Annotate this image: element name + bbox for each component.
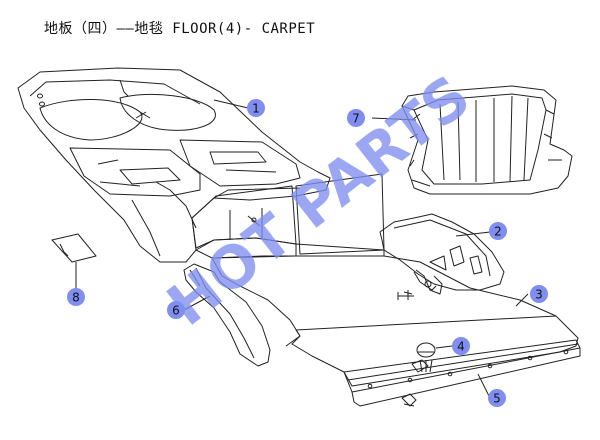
callout-number: 6 xyxy=(172,304,180,318)
callout-8: 8 xyxy=(67,288,85,306)
callout-number: 2 xyxy=(494,225,502,239)
callout-number: 1 xyxy=(252,102,260,116)
rear-floor-carpet xyxy=(211,255,579,387)
small-pad xyxy=(51,233,97,263)
rear-sill-strip xyxy=(343,339,581,407)
callout-5: 5 xyxy=(488,389,506,407)
fastener xyxy=(401,393,417,407)
tunnel-cover xyxy=(379,213,505,300)
side-trim xyxy=(183,263,271,367)
callout-1: 1 xyxy=(247,99,265,117)
front-floor-carpet xyxy=(17,67,331,263)
callout-number: 7 xyxy=(352,112,360,126)
callout-6: 6 xyxy=(167,301,185,319)
callout-number: 5 xyxy=(493,392,501,406)
callout-number: 8 xyxy=(72,291,80,305)
callout-3: 3 xyxy=(530,285,548,303)
clip xyxy=(411,342,436,373)
callout-4: 4 xyxy=(452,337,470,355)
callout-2: 2 xyxy=(489,222,507,240)
callout-number: 3 xyxy=(535,288,543,302)
callout-number: 4 xyxy=(457,340,465,354)
page-title: 地板（四）——地毯 FLOOR(4)- CARPET xyxy=(44,21,316,37)
luggage-carpet xyxy=(401,85,573,195)
callout-7: 7 xyxy=(347,109,365,127)
